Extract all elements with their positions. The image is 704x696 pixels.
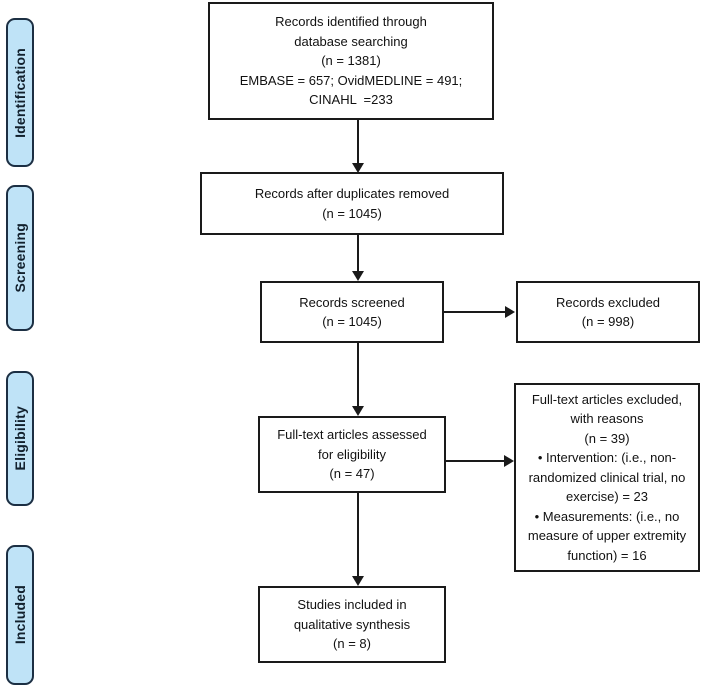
box-fulltext-assessed-line-1: Full-text articles assessed — [277, 427, 427, 443]
connector-fulltext-to-excluded — [446, 460, 508, 462]
box-records-excluded-line-2: (n = 998) — [581, 314, 635, 329]
box-records-identified-line-4: EMBASE = 657; OvidMEDLINE = 491; — [239, 72, 463, 88]
stage-tab-screening: Screening — [6, 185, 34, 331]
box-records-after-duplicates: Records after duplicates removed (n = 10… — [200, 172, 504, 235]
box-studies-included-line-3: (n = 8) — [333, 636, 371, 652]
box-records-identified: Records identified through database sear… — [208, 2, 494, 120]
box-studies-included: Studies included in qualitative synthesi… — [258, 586, 446, 663]
stage-tab-included: Included — [6, 545, 34, 685]
stage-tab-screening-label: Screening — [12, 223, 28, 293]
arrowhead-duplicates-to-screened — [352, 271, 364, 281]
box-fulltext-assessed-line-3: (n = 47) — [329, 466, 375, 482]
stage-tab-identification-label: Identification — [12, 47, 28, 138]
arrowhead-screened-to-excluded — [505, 306, 515, 318]
box-records-after-duplicates-line-1: Records after duplicates removed — [254, 186, 450, 201]
stage-tab-included-label: Included — [12, 585, 28, 645]
arrowhead-screened-to-fulltext — [352, 406, 364, 416]
stage-tab-eligibility: Eligibility — [6, 371, 34, 506]
box-studies-included-line-1: Studies included in — [297, 597, 407, 613]
arrowhead-identified-to-duplicates — [352, 163, 364, 173]
box-records-screened-line-1: Records screened — [299, 294, 405, 310]
box-records-screened: Records screened (n = 1045) — [260, 281, 444, 343]
box-records-identified-line-1: Records identified through — [275, 14, 427, 30]
arrowhead-fulltext-to-excluded — [504, 455, 514, 467]
stage-tab-eligibility-label: Eligibility — [12, 406, 28, 471]
box-records-identified-line-5: CINAHL =233 — [309, 92, 393, 108]
box-records-identified-line-3: (n = 1381) — [321, 53, 381, 69]
connector-screened-to-fulltext — [357, 343, 359, 408]
box-records-screened-line-2: (n = 1045) — [322, 314, 382, 329]
box-records-excluded-line-1: Records excluded — [555, 294, 661, 310]
box-fulltext-excluded-reason-intervention: • Intervention: (i.e., non-randomized cl… — [528, 450, 686, 505]
connector-fulltext-to-included — [357, 493, 359, 578]
connector-duplicates-to-screened — [357, 235, 359, 273]
box-fulltext-excluded: Full-text articles excluded, with reason… — [514, 383, 700, 572]
box-fulltext-assessed-line-2: for eligibility — [318, 446, 386, 462]
connector-identified-to-duplicates — [357, 120, 359, 165]
box-fulltext-excluded-line-3: (n = 39) — [584, 430, 630, 446]
box-fulltext-excluded-line-1: Full-text articles excluded, — [531, 391, 683, 407]
box-records-identified-line-2: database searching — [294, 33, 408, 49]
box-fulltext-excluded-line-2: with reasons — [570, 411, 644, 427]
arrowhead-fulltext-to-included — [352, 576, 364, 586]
box-records-excluded: Records excluded (n = 998) — [516, 281, 700, 343]
box-fulltext-assessed: Full-text articles assessed for eligibil… — [258, 416, 446, 493]
connector-screened-to-excluded — [444, 311, 508, 313]
box-fulltext-excluded-reason-measurements: • Measurements: (i.e., no measure of upp… — [527, 508, 687, 563]
box-studies-included-line-2: qualitative synthesis — [293, 616, 411, 632]
box-records-after-duplicates-line-2: (n = 1045) — [322, 205, 382, 221]
stage-tab-identification: Identification — [6, 18, 34, 167]
